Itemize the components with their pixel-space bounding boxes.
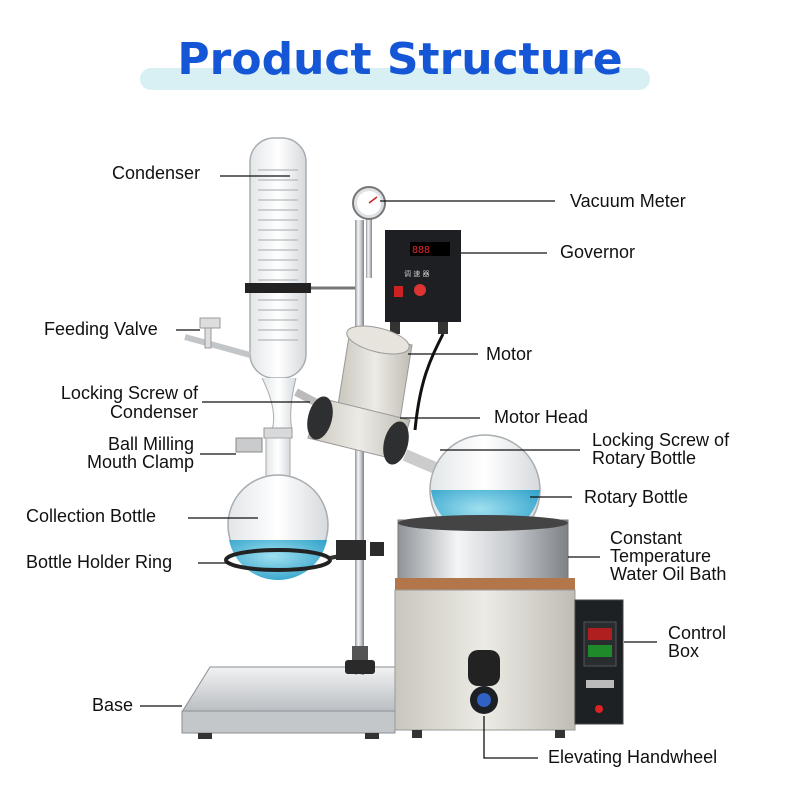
leader-handwheel xyxy=(483,716,538,759)
label-control-box-line1: Control xyxy=(668,623,727,643)
label-motor: Motor xyxy=(486,344,533,364)
leader-lines xyxy=(140,175,657,759)
label-locking-screw-condenser-line1: Locking Screw of xyxy=(60,383,198,403)
label-rotary-bottle: Rotary Bottle xyxy=(584,487,689,507)
governor-panel-text: 调 速 器 xyxy=(404,269,429,278)
label-governor: Governor xyxy=(560,242,636,262)
control-box-device xyxy=(574,599,624,725)
title-underline-band xyxy=(140,68,650,90)
collection-bottle-device xyxy=(227,437,329,581)
bottle-holder-ring-device xyxy=(224,540,384,572)
label-elevating-handwheel: Elevating Handwheel xyxy=(548,747,718,767)
label-ball-milling-line2: Mouth Clamp xyxy=(86,452,194,472)
label-bottle-holder-ring: Bottle Holder Ring xyxy=(26,552,173,572)
svg-text:888: 888 xyxy=(412,245,430,256)
governor-device: 888 调 速 器 xyxy=(385,230,461,431)
feeding-valve-device xyxy=(184,317,251,358)
motor-device xyxy=(307,325,413,465)
label-locking-screw-rotary-line2: Rotary Bottle xyxy=(592,448,697,468)
water-bath-device xyxy=(394,515,576,738)
condenser-glass xyxy=(245,137,355,439)
label-ball-milling-line1: Ball Milling xyxy=(107,434,194,454)
label-locking-screw-condenser-line2: Condenser xyxy=(109,402,198,422)
vacuum-meter-device xyxy=(352,186,386,278)
label-bath-line2: Temperature xyxy=(610,546,712,566)
ball-milling-clamp xyxy=(235,437,263,453)
label-condenser: Condenser xyxy=(112,163,201,183)
label-motor-head: Motor Head xyxy=(494,407,589,427)
label-bath-line1: Constant xyxy=(610,528,683,548)
label-bath-line3: Water Oil Bath xyxy=(610,564,727,584)
base-plate xyxy=(181,666,396,739)
label-vacuum-meter: Vacuum Meter xyxy=(570,191,686,211)
label-base: Base xyxy=(92,695,134,715)
label-control-box-line2: Box xyxy=(668,641,700,661)
label-locking-screw-rotary-line1: Locking Screw of xyxy=(592,430,730,450)
label-feeding-valve: Feeding Valve xyxy=(44,319,158,339)
label-collection-bottle: Collection Bottle xyxy=(26,506,157,526)
page-title: Product Structure xyxy=(177,34,623,85)
